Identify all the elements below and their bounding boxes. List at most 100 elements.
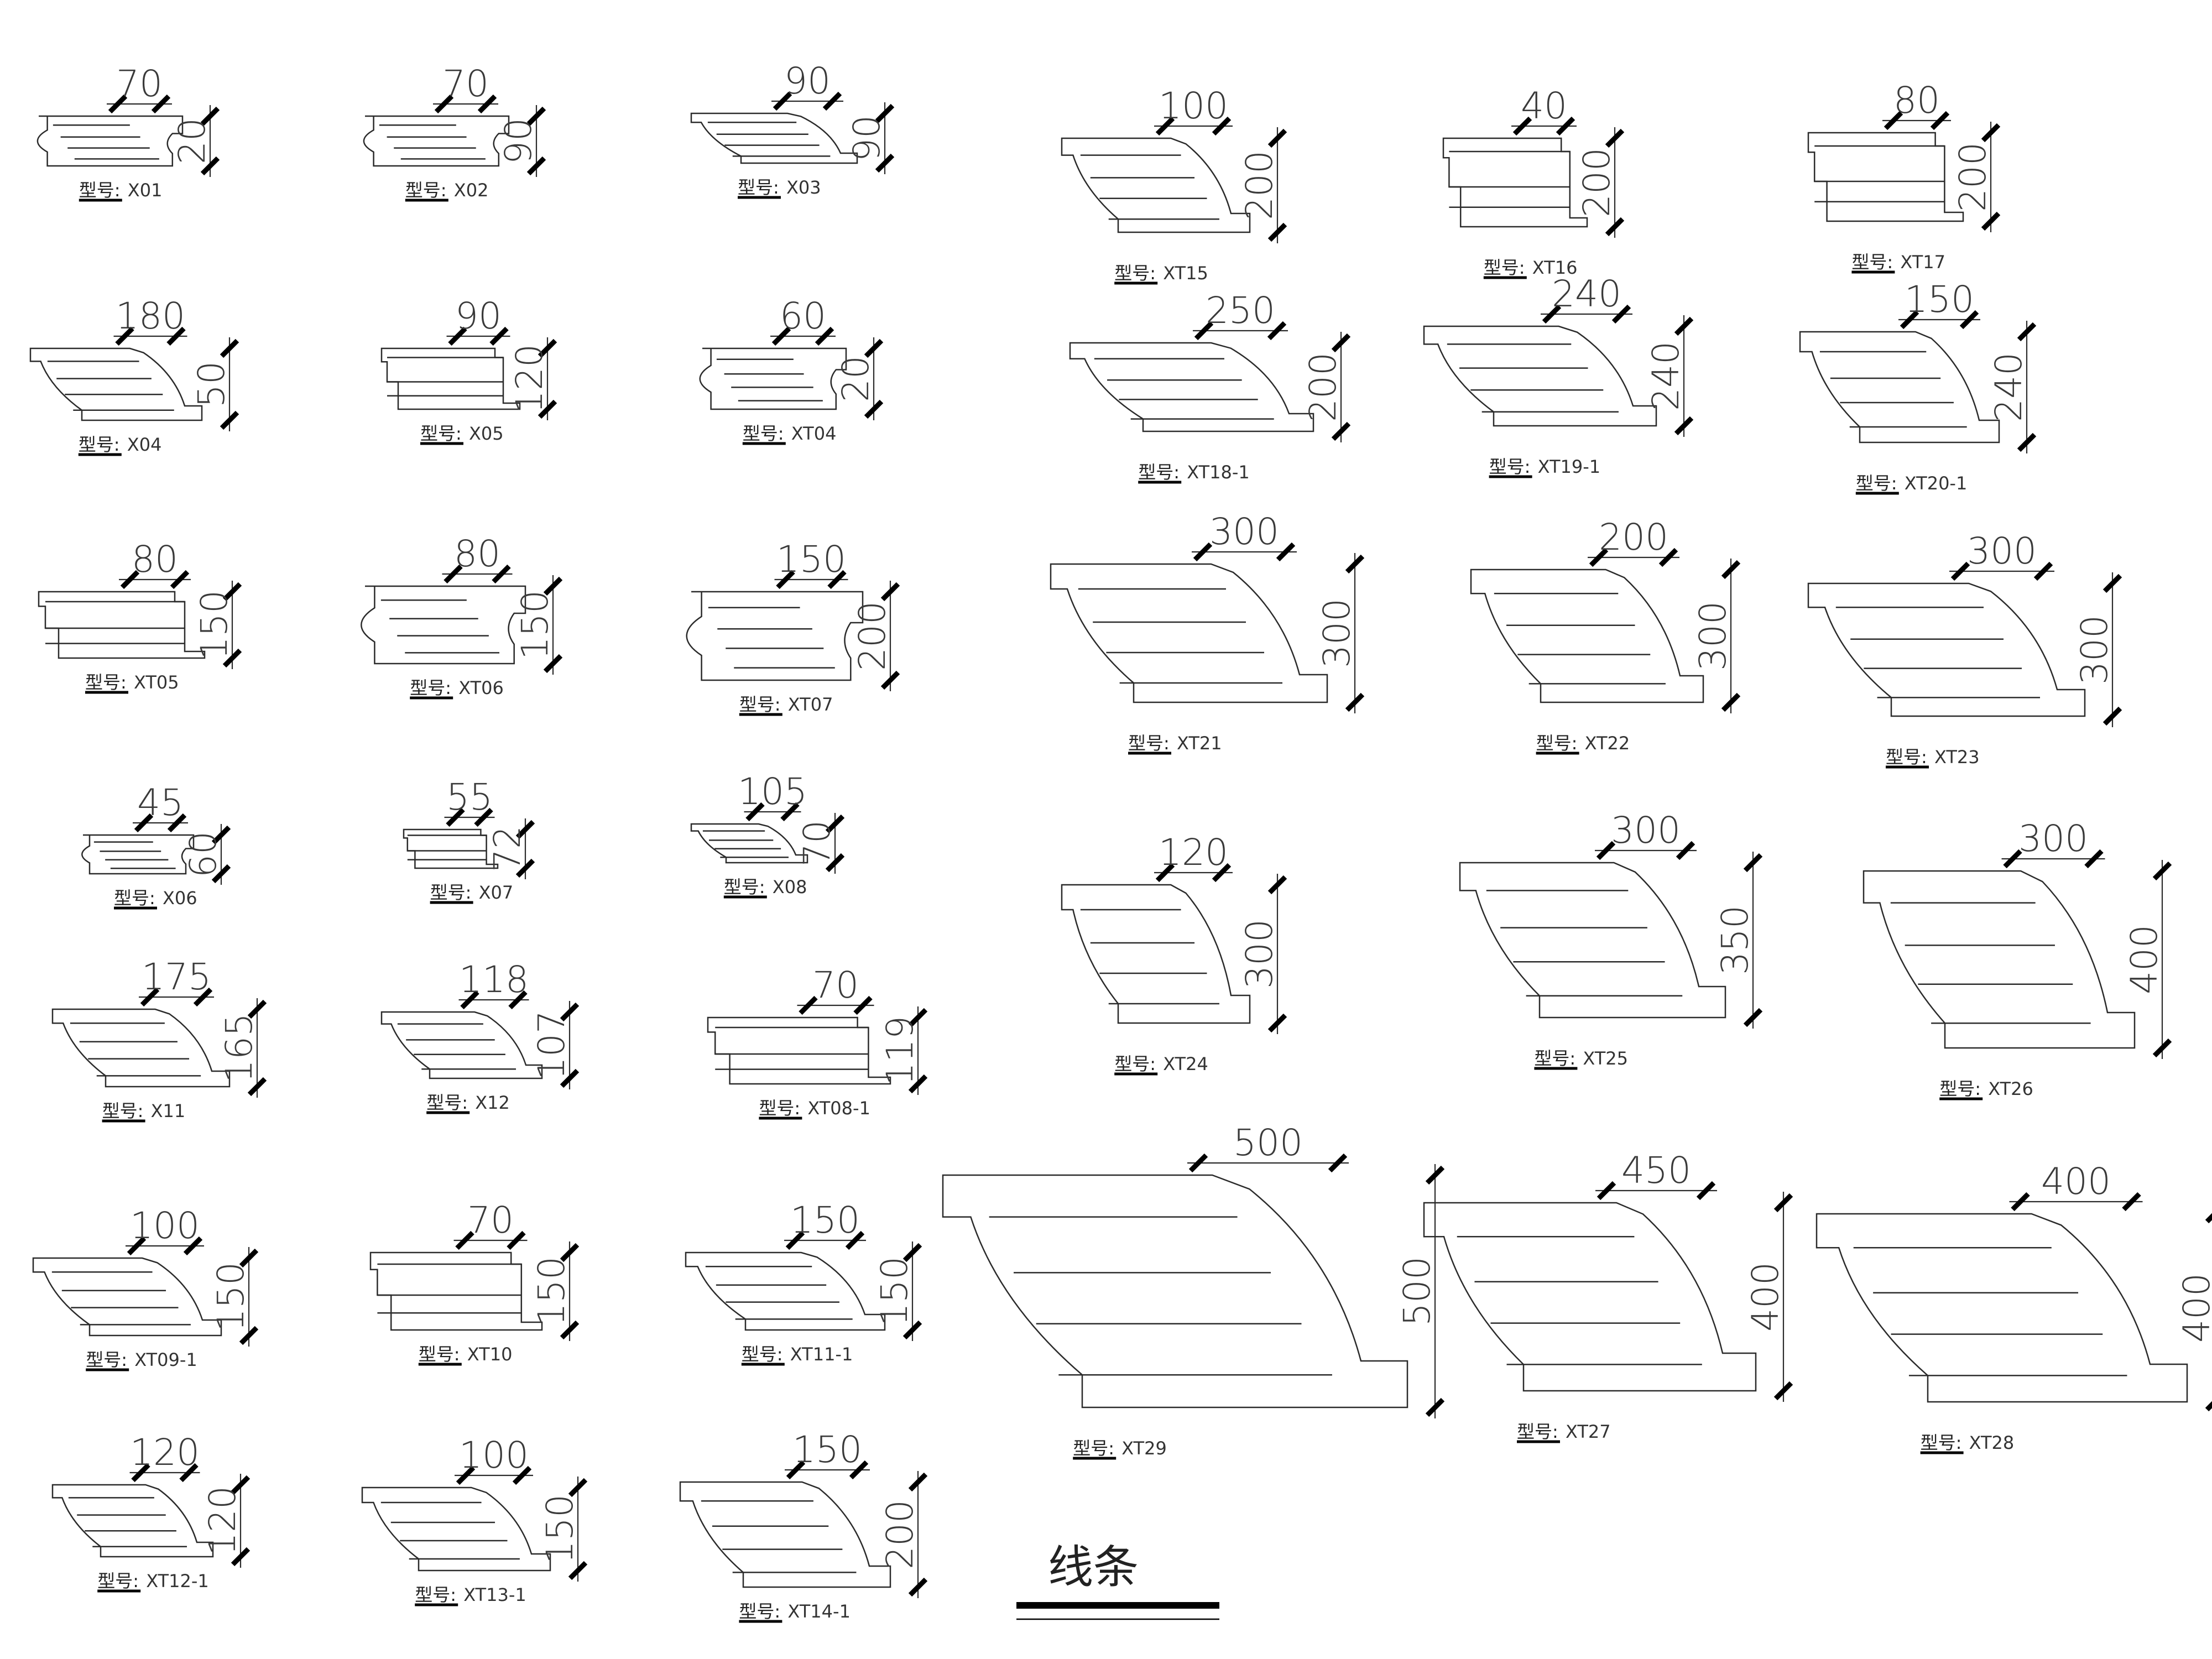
dimension-tick [200,156,220,176]
dimension-tick [151,94,171,114]
height-dimension-value: 350 [1714,905,1756,975]
dimension-tick [902,1243,922,1262]
dimension-tick [875,153,895,173]
height-dimension-value: 107 [530,1010,573,1080]
model-label-prefix: 型号: [97,1571,139,1592]
model-label-code: XT12-1 [146,1571,209,1592]
model-label-code: XT11-1 [790,1344,853,1365]
width-dimension-value: 300 [2018,817,2088,860]
profile-outline [1069,342,1314,432]
profile-outline [81,834,195,875]
model-label-prefix: 型号: [405,180,447,201]
dimension-tick [1981,211,2001,231]
model-label-code: X07 [479,882,514,903]
dimension-tick [1696,1181,1716,1201]
dimension-tick [131,1463,150,1483]
model-label-code: XT23 [1934,747,1980,768]
height-dimension-value: 500 [1396,1256,1438,1326]
model-label-prefix: 型号: [1138,462,1180,483]
dimension-tick [1345,692,1365,712]
dimension-tick [222,648,242,668]
model-label-prefix: 型号: [1489,456,1531,477]
dimension-tick [1267,321,1287,341]
dimension-tick [773,91,792,111]
dimension-tick [1605,217,1625,237]
dimension-tick [822,91,842,111]
width-dimension-value: 250 [1206,289,1275,332]
profile-outline [29,347,203,421]
model-label-prefix: 型号: [738,177,779,198]
dimension-tick [193,987,213,1007]
dimension-tick [220,410,239,430]
height-dimension-value: 119 [879,1016,921,1086]
title-block: 线条 [1016,1541,1219,1620]
profile-outline [1423,1202,1757,1392]
height-dimension-value: 165 [218,1013,260,1083]
dimension-tick [853,995,873,1015]
dimension-tick [170,570,190,589]
dimension-tick [2084,849,2104,869]
profile-outline [51,1008,231,1088]
profile-outline [361,1486,551,1572]
dimension-tick [1267,222,1287,242]
model-label-code: XT25 [1583,1048,1628,1069]
model-label-code: XT05 [134,672,179,693]
width-dimension-value: 150 [1905,278,1974,321]
model-label-code: XT27 [1566,1421,1611,1442]
width-dimension-value: 40 [1521,85,1567,127]
model-label-prefix: 型号: [1114,1053,1156,1074]
dimension-tick [247,999,267,1019]
width-dimension-value: 45 [137,781,184,824]
width-dimension-value: 70 [442,62,489,105]
profile-outline [1423,325,1657,427]
dimension-tick [1155,863,1175,883]
model-label-prefix: 型号: [739,1601,780,1622]
model-label-code: XT14-1 [787,1601,851,1622]
dimension-tick [815,326,834,346]
dimension-tick [1212,863,1232,883]
dimension-tick [560,1243,580,1262]
dimension-tick [526,106,546,126]
dimension-tick [1950,561,1970,581]
dimension-tick [492,564,511,584]
width-dimension-value: 150 [790,1199,860,1241]
dimension-tick [1542,304,1562,324]
model-label-prefix: 型号: [759,1098,800,1119]
model-label-prefix: 型号: [102,1100,144,1121]
model-label-code: XT29 [1121,1438,1167,1459]
width-dimension-value: 100 [1159,85,1228,127]
model-label-code: XT17 [1900,252,1945,273]
width-dimension-value: 150 [792,1428,862,1471]
dimension-tick [222,582,242,602]
dimension-tick [827,570,847,589]
dimension-tick [455,1230,474,1250]
height-dimension-value: 300 [1692,601,1734,671]
model-label-code: X03 [786,177,821,198]
dimension-tick [1556,116,1575,136]
dimension-tick [134,813,154,833]
dimension-tick [1884,111,1903,131]
dimension-tick [211,864,231,884]
profile-outline [1459,862,1726,1019]
model-label-code: XT28 [1969,1432,2015,1453]
height-dimension-value: 72 [486,826,529,872]
model-label-code: XT09-1 [134,1349,197,1370]
height-dimension-value: 50 [190,361,233,408]
profile-outline [1799,331,2000,444]
dimension-tick [880,670,900,690]
profile-outline [363,115,510,167]
model-label-code: XT20-1 [1905,473,1968,494]
dimension-tick [2017,322,2037,342]
width-dimension-value: 80 [1893,79,1940,122]
model-label-prefix: 型号: [742,1344,783,1365]
model-label-prefix: 型号: [419,1344,460,1365]
dimension-tick [1930,111,1950,131]
width-dimension-value: 105 [738,770,807,813]
